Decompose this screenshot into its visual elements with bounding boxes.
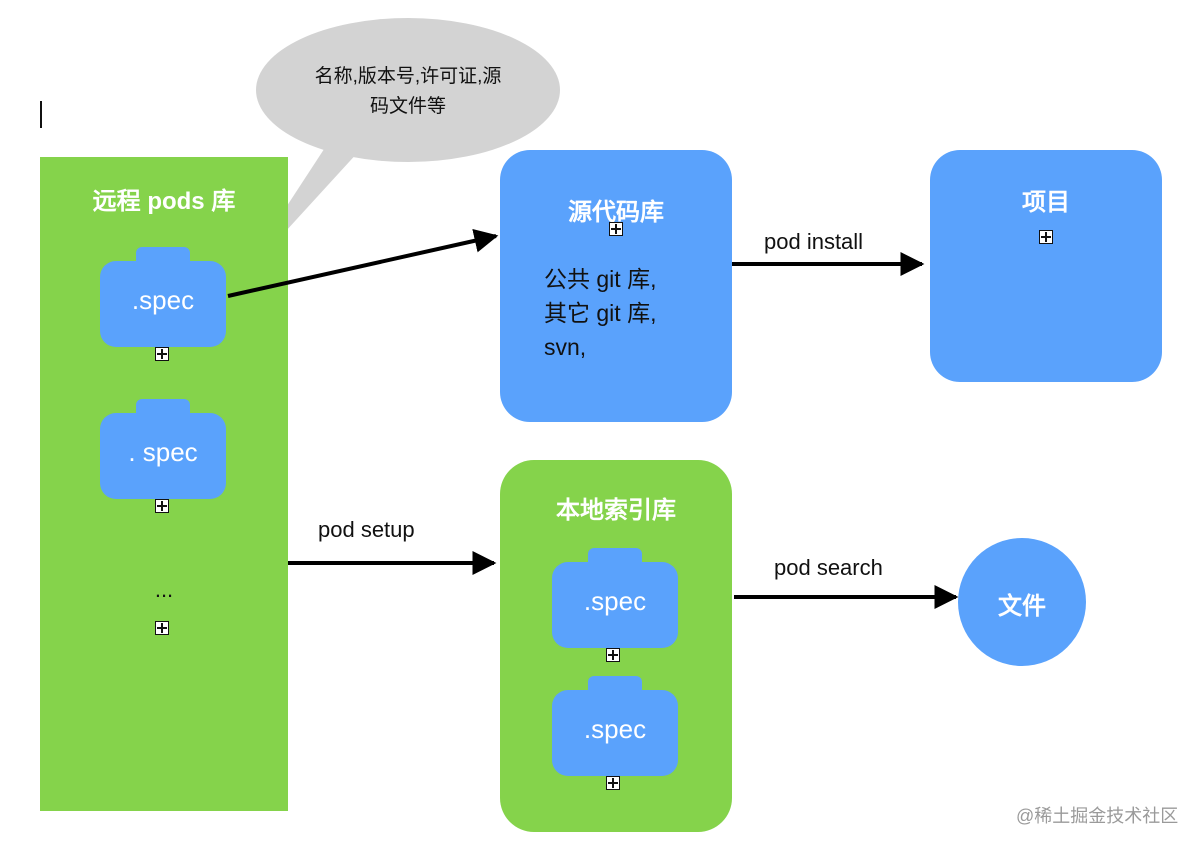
local-index-repo-title: 本地索引库 bbox=[556, 497, 676, 524]
remote-pods-repo-title: 远程 pods 库 bbox=[92, 188, 236, 215]
expand-icon[interactable] bbox=[606, 648, 620, 662]
arrow-spec-to-source bbox=[227, 229, 499, 298]
source-line-1: 公共 git 库, bbox=[544, 266, 657, 292]
local-spec-case-1: .spec bbox=[552, 548, 678, 648]
local-spec-2-label: .spec bbox=[552, 690, 678, 776]
edge-label-pod-search: pod search bbox=[774, 555, 883, 580]
source-line-2: 其它 git 库, bbox=[544, 300, 657, 326]
remote-spec-case-1: .spec bbox=[100, 247, 226, 347]
watermark: @稀土掘金技术社区 bbox=[1016, 806, 1179, 826]
file-node: 文件 bbox=[958, 538, 1086, 666]
source-line-3: svn, bbox=[544, 334, 587, 360]
expand-icon[interactable] bbox=[606, 776, 620, 790]
text-cursor bbox=[40, 101, 42, 128]
file-node-label: 文件 bbox=[998, 593, 1046, 620]
source-code-repo-title: 源代码库 bbox=[568, 199, 664, 226]
callout-line-1: 名称,版本号,许可证,源 bbox=[314, 66, 502, 87]
expand-icon[interactable] bbox=[1039, 230, 1053, 244]
expand-icon[interactable] bbox=[155, 499, 169, 513]
local-spec-case-2: .spec bbox=[552, 676, 678, 776]
edge-label-pod-install: pod install bbox=[764, 229, 864, 254]
source-code-repo-list: 公共 git 库, 其它 git 库, svn, bbox=[544, 262, 724, 364]
remote-spec-1-label: .spec bbox=[100, 261, 226, 347]
expand-icon[interactable] bbox=[155, 621, 169, 635]
remote-pods-repo-panel: 远程 pods 库 .spec . spec ... bbox=[40, 157, 288, 811]
remote-spec-2-label: . spec bbox=[100, 413, 226, 499]
callout-line-2: 码文件等 bbox=[369, 96, 446, 117]
expand-icon[interactable] bbox=[609, 222, 623, 236]
edge-label-pod-setup: pod setup bbox=[318, 517, 415, 542]
callout-text: 名称,版本号,许可证,源 码文件等 bbox=[270, 62, 546, 122]
local-index-repo-panel: 本地索引库 .spec .spec bbox=[500, 460, 732, 832]
project-title: 项目 bbox=[1022, 189, 1070, 216]
project-box: 项目 bbox=[930, 150, 1162, 382]
source-code-repo-box: 源代码库 公共 git 库, 其它 git 库, svn, bbox=[500, 150, 732, 422]
local-spec-1-label: .spec bbox=[552, 562, 678, 648]
expand-icon[interactable] bbox=[155, 347, 169, 361]
remote-spec-case-2: . spec bbox=[100, 399, 226, 499]
remote-ellipsis: ... bbox=[154, 577, 174, 602]
